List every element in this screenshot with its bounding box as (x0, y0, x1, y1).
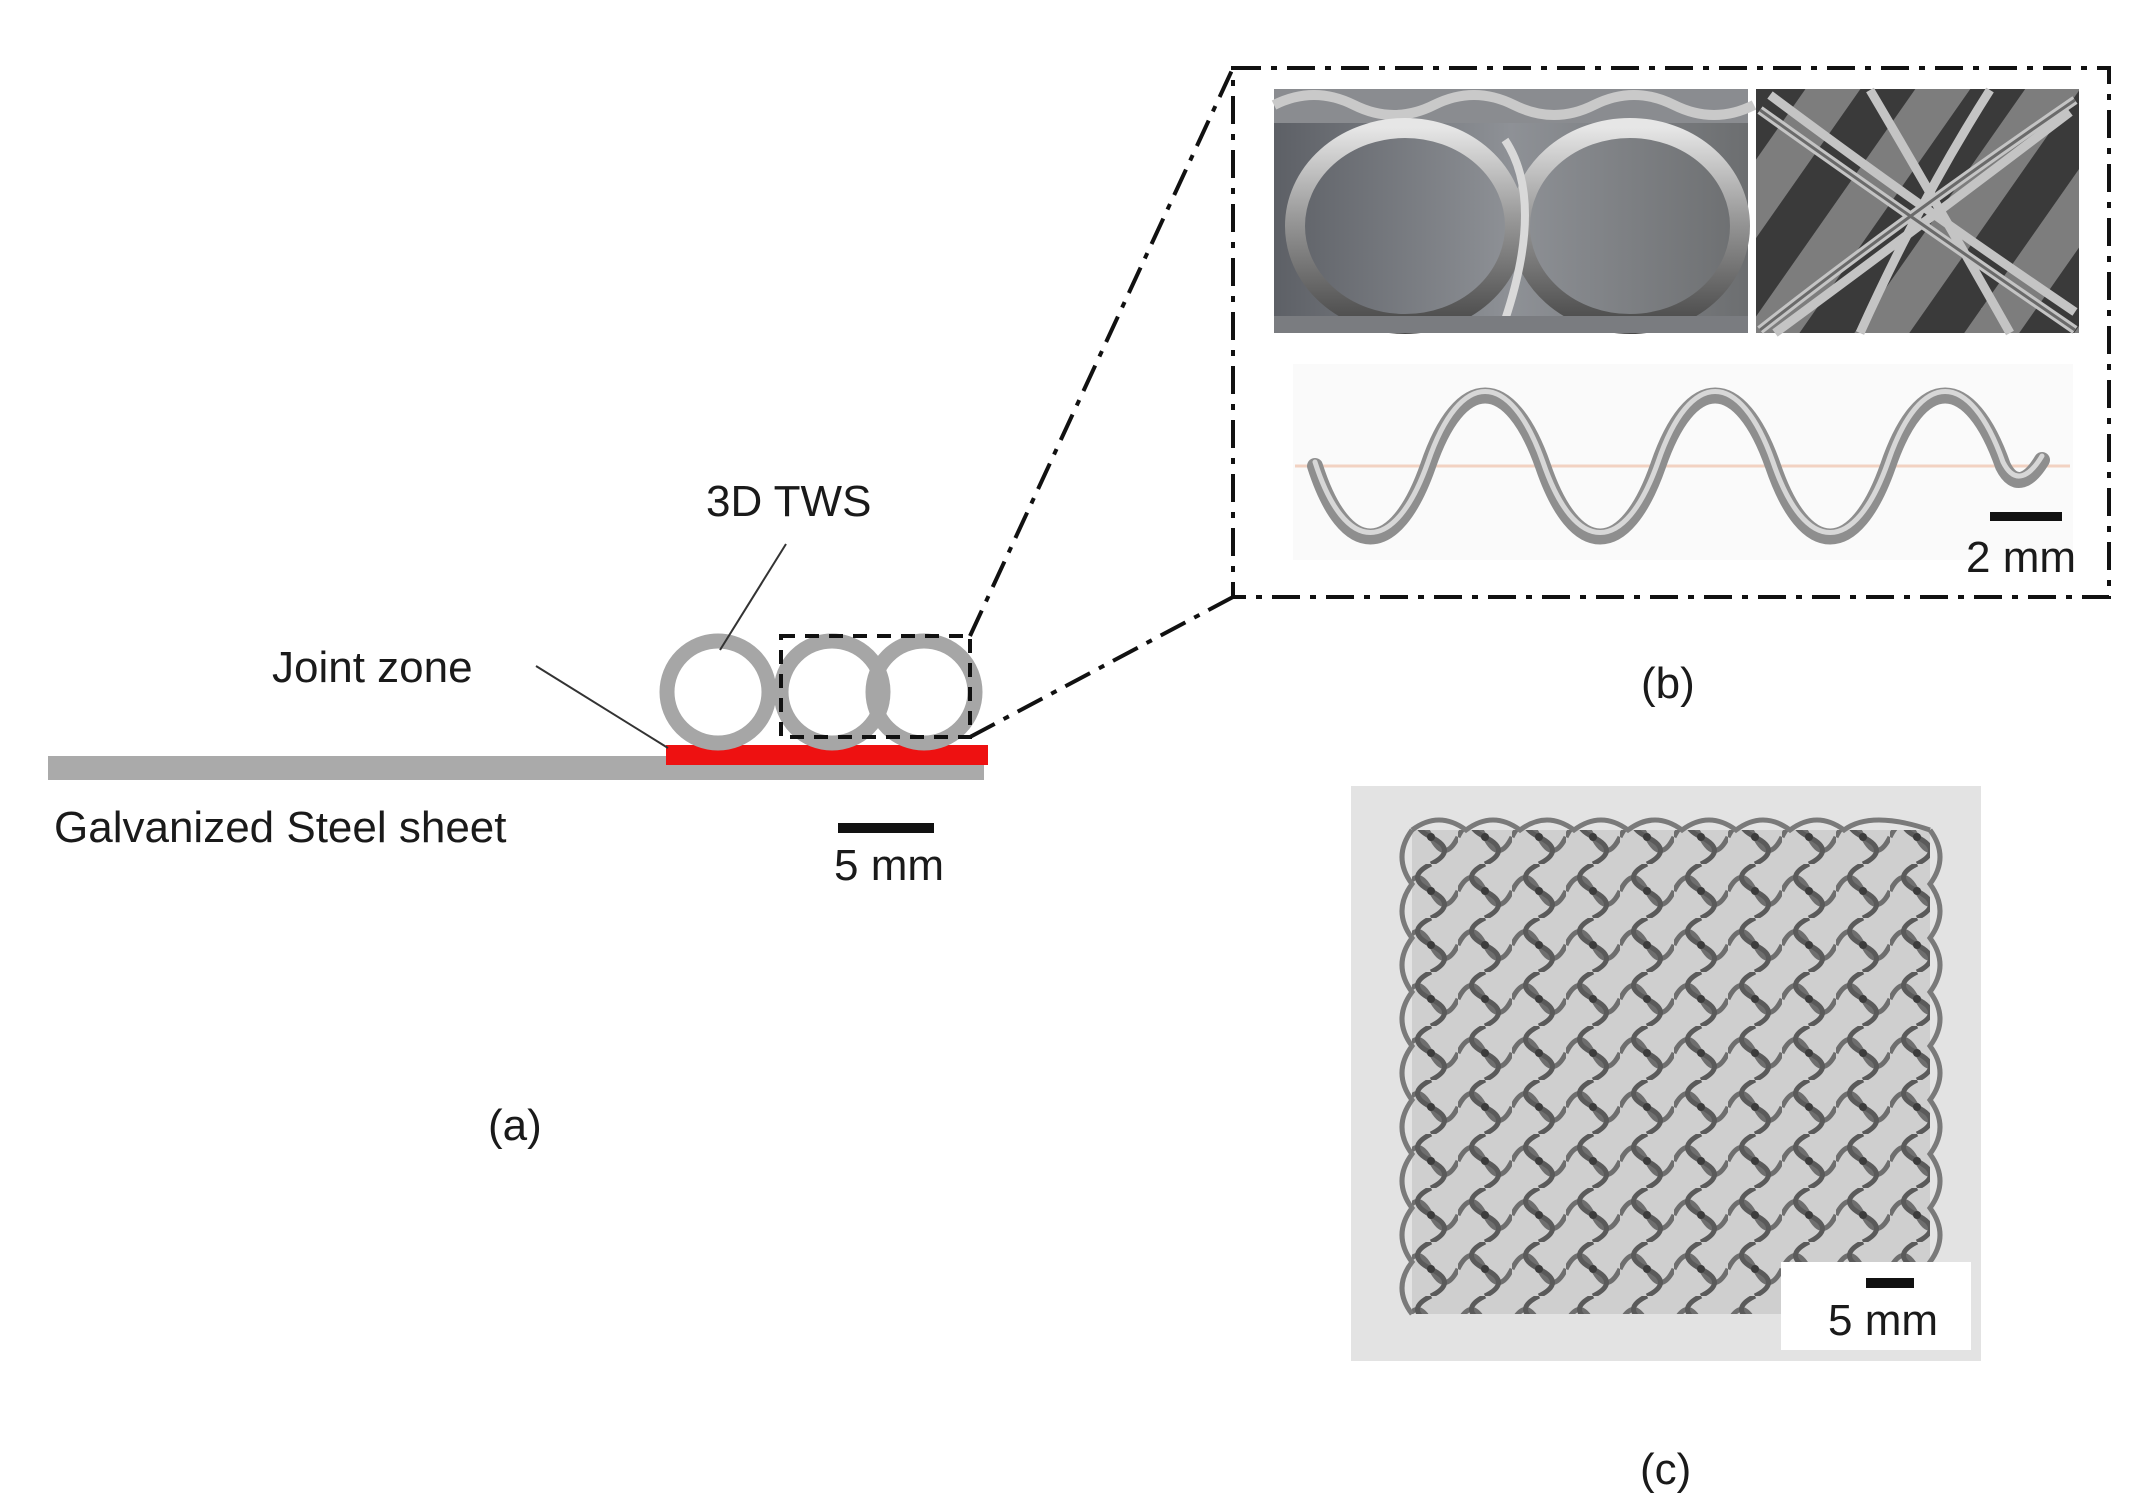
tws-leader-line (719, 543, 787, 651)
tws-ring-3 (865, 633, 983, 751)
photo-sine-wire (1293, 364, 2073, 560)
joint-zone-strip (666, 745, 988, 765)
scale-bar-a (838, 823, 934, 833)
zoom-connector-bottom (969, 595, 1234, 739)
scale-box-c (1781, 1262, 1971, 1350)
photo-wire-crossing (1756, 87, 2079, 337)
detail-box (779, 634, 972, 739)
label-joint-zone: Joint zone (272, 643, 473, 692)
panel-b: 2 mm (b) (1231, 66, 2111, 708)
scale-label-c: 5 mm (1828, 1296, 1938, 1345)
panel-a: 3D TWS Joint zone Galvanized Steel sheet… (48, 477, 988, 1150)
caption-b: (b) (1641, 659, 1695, 708)
photo-mesh-sample (1351, 786, 1981, 1361)
label-3d-tws: 3D TWS (706, 477, 871, 526)
panel-c: 5 mm (c) (1351, 786, 1981, 1494)
label-galvanized-sheet: Galvanized Steel sheet (54, 803, 507, 852)
caption-c: (c) (1640, 1445, 1691, 1494)
photo-interlocked-rings (1271, 89, 1757, 334)
joint-leader-line (535, 665, 669, 749)
scale-bar-b (1990, 512, 2062, 521)
zoom-connectors (968, 67, 1235, 739)
scale-label-b: 2 mm (1966, 533, 2076, 582)
tws-ring-2 (773, 633, 891, 751)
scale-bar-c (1866, 1278, 1914, 1288)
tws-rings (659, 633, 983, 751)
zoom-connector-top (968, 67, 1235, 637)
caption-a: (a) (488, 1101, 542, 1150)
tws-ring-1 (659, 633, 777, 751)
scale-label-a: 5 mm (834, 841, 944, 890)
